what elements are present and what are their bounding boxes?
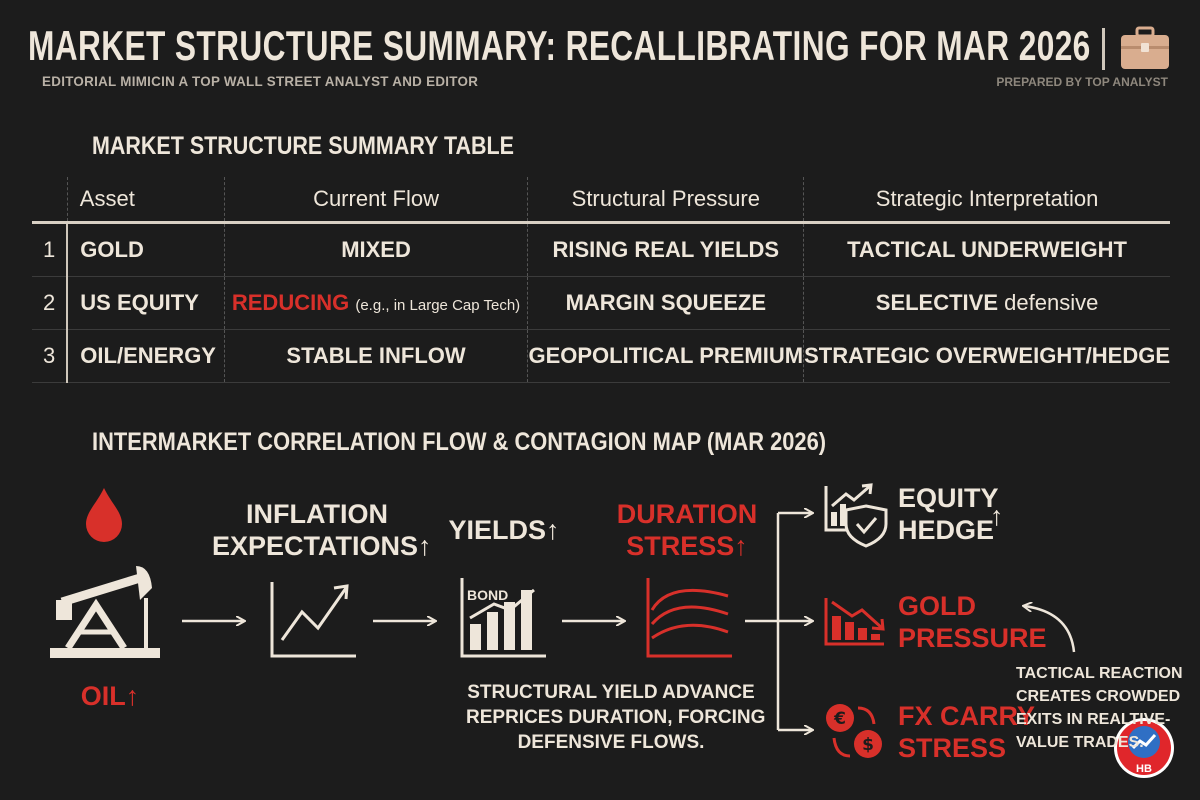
table-header-row: Asset Current Flow Structural Pressure S… (32, 177, 1170, 224)
inflation-line2: EXPECTATIONS (212, 531, 419, 561)
flow-note: (e.g., in Large Cap Tech) (355, 297, 521, 314)
row-strategic-interpretation: SELECTIVE defensive (803, 276, 1170, 330)
inflation-expectations-label: INFLATION EXPECTATIONS↑ (212, 498, 432, 562)
caption-line3: DEFENSIVE FLOWS. (517, 732, 705, 753)
row-number: 1 (32, 222, 69, 277)
pump-jack-icon (50, 566, 160, 658)
prepared-by: PREPARED BY TOP ANALYST (996, 75, 1168, 89)
oil-drop-icon (86, 488, 122, 542)
inflation-line1: INFLATION (246, 499, 388, 529)
rising-chart-icon (270, 582, 356, 658)
equity-line1: EQUITY (898, 483, 999, 513)
duration-curve-icon (646, 578, 732, 658)
col-header-strategic-interpretation: Strategic Interpretation (803, 177, 1170, 224)
flow-arrows (182, 513, 1076, 730)
note-line3: EXITS IN REALTIVE- (1016, 711, 1171, 728)
note-line2: CREATES CROWDED (1016, 688, 1181, 705)
map-heading: INTERMARKET CORRELATION FLOW & CONTAGION… (92, 428, 827, 456)
row-structural-pressure: MARGIN SQUEEZE (527, 276, 804, 330)
note-line1: TACTICAL REACTION (1016, 665, 1183, 682)
equity-up-arrow: ↑ (990, 501, 1004, 531)
row-asset: GOLD (66, 222, 225, 277)
currency-exchange-icon: € $ (826, 704, 882, 758)
interp-note: defensive (1004, 290, 1099, 315)
gold-pressure-label: GOLD PRESSURE (898, 590, 1047, 654)
note-line4: VALUE TRADES. (1016, 734, 1144, 751)
equity-line2: HEDGE (898, 515, 995, 545)
title-divider (1102, 28, 1105, 70)
row-structural-pressure: GEOPOLITICAL PREMIUM (527, 329, 804, 383)
equity-shield-icon (824, 483, 888, 548)
col-header-num (32, 177, 68, 224)
page-subtitle: EDITORIAL MIMICIN A TOP WALL STREET ANAL… (42, 73, 479, 89)
yields-up-arrow: ↑ (546, 515, 560, 545)
gold-line1: GOLD (898, 591, 976, 621)
inflation-up-arrow: ↑ (418, 531, 432, 561)
bond-chart-icon (460, 578, 546, 658)
oil-up-arrow: ↑ (125, 681, 140, 711)
arrow-note-to-gold (1024, 606, 1076, 653)
row-strategic-interpretation: TACTICAL UNDERWEIGHT (803, 222, 1170, 277)
flow-highlight: REDUCING (231, 290, 350, 315)
row-asset: OIL/ENERGY (66, 329, 225, 383)
hb-badge-icon: HB (1114, 718, 1174, 778)
bond-label: BOND (467, 587, 508, 603)
row-number: 2 (32, 276, 69, 330)
svg-text:$: $ (862, 735, 874, 755)
gold-line2: PRESSURE (898, 623, 1047, 653)
fx-carry-stress-label: FX CARRY STRESS (898, 700, 1035, 764)
oil-label-text: OIL (80, 681, 126, 711)
briefcase-icon (1118, 26, 1172, 77)
market-structure-table: Asset Current Flow Structural Pressure S… (32, 177, 1170, 383)
inflation-line2-wrap: EXPECTATIONS↑ (212, 530, 432, 562)
row-structural-pressure: RISING REAL YIELDS (527, 222, 804, 277)
table-row: 2 US EQUITY REDUCING (e.g., in Large Cap… (32, 276, 1170, 330)
table-row: 3 OIL/ENERGY STABLE INFLOW GEOPOLITICAL … (32, 329, 1170, 383)
fx-line1: FX CARRY (898, 701, 1036, 731)
caption-line1: STRUCTURAL YIELD ADVANCE (467, 682, 755, 703)
duration-up-arrow: ↑ (734, 531, 748, 561)
interp-main: SELECTIVE (875, 290, 999, 315)
col-header-structural-pressure: Structural Pressure (527, 177, 804, 224)
row-current-flow: MIXED (223, 222, 528, 277)
svg-text:€: € (833, 709, 846, 729)
row-number: 3 (32, 329, 69, 383)
duration-line2: STRESS (626, 531, 735, 561)
row-current-flow: STABLE INFLOW (223, 329, 528, 383)
equity-hedge-label: EQUITY HEDGE (898, 482, 999, 546)
oil-label: OIL↑ (70, 680, 150, 712)
badge-text: HB (1136, 763, 1152, 775)
tactical-reaction-note: TACTICAL REACTION CREATES CROWDED EXITS … (1016, 662, 1183, 754)
yield-advance-caption: STRUCTURAL YIELD ADVANCE REPRICES DURATI… (466, 680, 766, 755)
duration-line1: DURATION (616, 499, 758, 529)
page-title: MARKET STRUCTURE SUMMARY: RECALLIBRATING… (28, 22, 1091, 69)
table-row: 1 GOLD MIXED RISING REAL YIELDS TACTICAL… (32, 222, 1170, 277)
table-heading: MARKET STRUCTURE SUMMARY TABLE (92, 132, 514, 160)
row-strategic-interpretation: STRATEGIC OVERWEIGHT/HEDGE (803, 329, 1170, 383)
row-current-flow: REDUCING (e.g., in Large Cap Tech) (223, 276, 528, 330)
declining-chart-icon (824, 598, 885, 646)
yields-label: YIELDS↑ (444, 514, 564, 546)
yields-text: YIELDS (448, 515, 547, 545)
col-header-current-flow: Current Flow (223, 177, 528, 224)
fx-line2: STRESS (898, 733, 1007, 763)
duration-stress-label: DURATION STRESS↑ (612, 498, 762, 562)
caption-line2: REPRICES DURATION, FORCING (466, 707, 766, 728)
duration-line2-wrap: STRESS↑ (612, 530, 762, 562)
row-asset: US EQUITY (66, 276, 225, 330)
col-header-asset: Asset (66, 177, 225, 224)
